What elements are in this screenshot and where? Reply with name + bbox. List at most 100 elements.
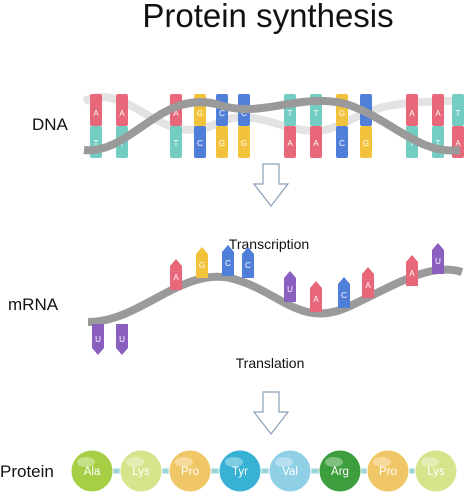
- amino-acid-circle: [366, 449, 410, 493]
- dna-base-bottom: [170, 126, 182, 158]
- dna-base-pair: CG: [238, 94, 250, 158]
- dna-base-letter: A: [409, 109, 415, 118]
- dna-base-letter: T: [410, 139, 415, 148]
- mrna-base: A: [406, 255, 418, 286]
- mrna-base-letter: G: [199, 261, 205, 270]
- dna-base-pair: AT: [116, 94, 128, 158]
- amino-acid-label: Pro: [181, 466, 199, 478]
- amino-acid: Ala: [70, 449, 114, 493]
- amino-acid: Lys: [414, 449, 458, 493]
- amino-acid-label: Pro: [379, 466, 397, 478]
- mrna-base-letter: C: [341, 291, 347, 300]
- dna-backbone-front: [83, 96, 461, 155]
- amino-acid-circle: [414, 449, 458, 493]
- mrna-base: U: [92, 324, 104, 355]
- amino-acid: Arg: [318, 449, 362, 493]
- mrna-base-shape: [116, 324, 128, 355]
- mrna-base: C: [338, 277, 350, 308]
- mrna-base-letter: A: [313, 295, 319, 304]
- dna-base-letter: T: [94, 139, 99, 148]
- mrna-base-shape: [432, 243, 444, 274]
- mrna-base: G: [196, 247, 208, 278]
- amino-acid-label: Lys: [427, 466, 445, 478]
- mrna-base-letter: C: [245, 261, 251, 270]
- transcription-label: Transcription: [229, 236, 309, 252]
- dna-base-letter: C: [241, 109, 247, 118]
- amino-acid-circle: [318, 449, 362, 493]
- mrna-base-shape: [362, 267, 374, 298]
- mrna-base: U: [284, 271, 296, 302]
- mrna-base-shape: [170, 259, 182, 290]
- mrna-base-shape: [284, 271, 296, 302]
- amino-acid-highlight: [373, 457, 391, 467]
- translation-label: Translation: [236, 355, 305, 371]
- dna-base-top: [432, 94, 444, 126]
- dna-base-letter: C: [197, 139, 203, 148]
- dna-base-bottom: [360, 126, 372, 158]
- dna-base-letter: C: [339, 139, 345, 148]
- mrna-base: U: [116, 324, 128, 355]
- amino-acid-highlight: [325, 457, 343, 467]
- mrna-base-letter: U: [435, 257, 441, 266]
- mrna-base-letter: C: [225, 259, 231, 268]
- mrna-base-letter: U: [95, 335, 101, 344]
- dna-base-bottom: [238, 126, 250, 158]
- protein-label: Protein: [0, 462, 54, 481]
- mrna-base: A: [170, 259, 182, 290]
- amino-acid-label: Ala: [84, 466, 101, 478]
- amino-acid-label: Lys: [132, 466, 150, 478]
- dna-base-letter: G: [363, 139, 369, 148]
- dna-base-letter: A: [455, 139, 461, 148]
- dna-base-letter: T: [288, 109, 293, 118]
- diagram-title: Protein synthesis: [142, 0, 393, 34]
- mrna-base: C: [222, 245, 234, 276]
- amino-acid-highlight: [275, 457, 293, 467]
- mrna-backbone: [87, 265, 464, 326]
- amino-acid: Pro: [168, 449, 212, 493]
- amino-acid: Pro: [366, 449, 410, 493]
- dna-base-pair: AT: [406, 94, 418, 158]
- dna-base-bottom: [216, 126, 228, 158]
- dna-base-letter: T: [436, 139, 441, 148]
- mrna-base: U: [432, 243, 444, 274]
- dna-base-top: [116, 94, 128, 126]
- mrna-base-shape: [338, 277, 350, 308]
- mrna-base: C: [242, 247, 254, 278]
- dna-base-letter: T: [314, 109, 319, 118]
- amino-acid-highlight: [421, 457, 439, 467]
- mrna-label: mRNA: [8, 295, 59, 314]
- amino-acid: Lys: [119, 449, 163, 493]
- dna-base-letter: T: [456, 109, 461, 118]
- down-arrow-icon: [252, 163, 290, 207]
- amino-acid-highlight: [126, 457, 144, 467]
- amino-acid-highlight: [175, 457, 193, 467]
- dna-base-letter: A: [287, 139, 293, 148]
- dna-base-letter: A: [93, 109, 99, 118]
- dna-base-letter: C: [219, 109, 225, 118]
- dna-base-bottom: [310, 126, 322, 158]
- amino-acid: Tyr: [218, 449, 262, 493]
- mrna-base-letter: A: [409, 269, 415, 278]
- dna-base-bottom: [194, 126, 206, 158]
- dna-base-bottom: [284, 126, 296, 158]
- mrna-base-shape: [222, 245, 234, 276]
- dna-backbone-back: [82, 93, 461, 135]
- amino-acid-label: Arg: [331, 466, 349, 478]
- dna-base-top: [90, 94, 102, 126]
- dna-base-top: [406, 94, 418, 126]
- dna-base-letter: A: [173, 109, 179, 118]
- dna-base-pair: CG: [360, 94, 372, 158]
- amino-acid-highlight: [225, 457, 243, 467]
- dna-base-letter: G: [219, 139, 225, 148]
- mrna-base-shape: [310, 281, 322, 312]
- dna-base-letter: A: [435, 109, 441, 118]
- dna-base-bottom: [336, 126, 348, 158]
- dna-base-letter: T: [174, 139, 179, 148]
- dna-base-letter: A: [119, 109, 125, 118]
- dna-base-letter: G: [197, 109, 203, 118]
